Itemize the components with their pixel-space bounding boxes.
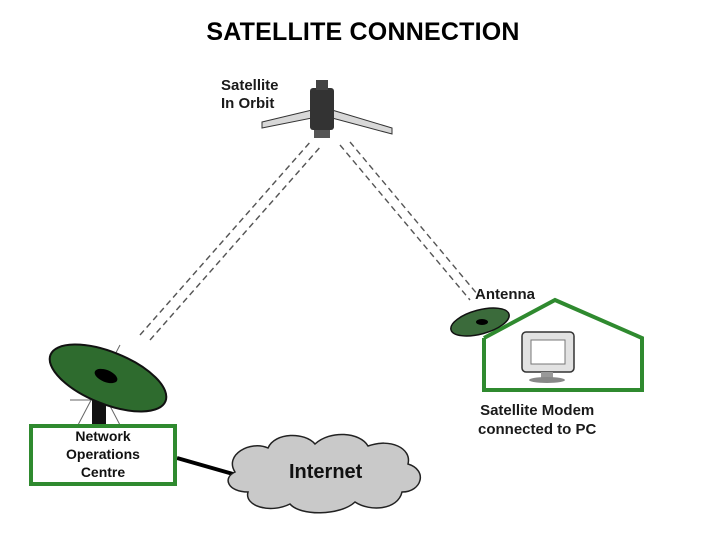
- signal-links: [139, 139, 479, 341]
- modem-label-line1: Satellite Modem: [480, 402, 595, 419]
- computer-icon: [521, 331, 575, 383]
- noc-label-line3: Centre: [80, 464, 126, 480]
- modem-label: Satellite Modem connected to PC: [478, 401, 596, 439]
- satellite-icon: [261, 80, 393, 138]
- antenna-dish-icon: [450, 307, 510, 337]
- noc-label-line1: Network: [75, 428, 131, 444]
- satellite-label-line1: Satellite: [221, 77, 279, 94]
- uplink-line-1: [139, 139, 313, 336]
- noc-box: [29, 424, 177, 486]
- satellite-label-line2: In Orbit: [221, 95, 275, 112]
- internet-label: Internet: [289, 461, 363, 483]
- satellite-label: Satellite In Orbit: [221, 77, 279, 113]
- downlink-line-1: [339, 144, 471, 301]
- modem-label-line2: connected to PC: [478, 421, 597, 438]
- noc-label: Network Operations Centre: [29, 427, 177, 481]
- antenna-label: Antenna: [475, 286, 535, 303]
- noc-internet-link: [176, 456, 241, 478]
- diagram-title: SATELLITE CONNECTION: [206, 18, 520, 46]
- uplink-line-2: [149, 144, 323, 341]
- internet-cloud: [227, 433, 421, 514]
- downlink-line-2: [349, 141, 479, 296]
- noc-label-line2: Operations: [66, 446, 140, 462]
- ground-station-dish-icon: [48, 343, 168, 426]
